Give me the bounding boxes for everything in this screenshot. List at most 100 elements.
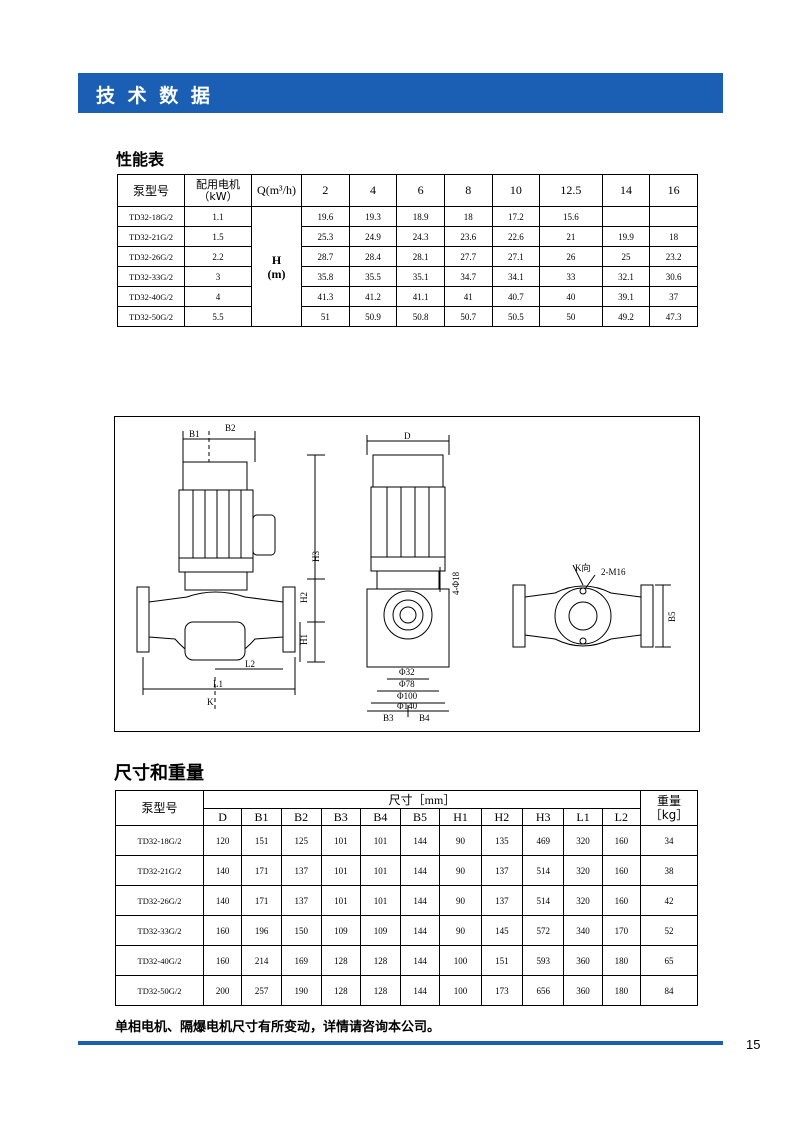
- head-cell: 47.3: [649, 306, 698, 327]
- model-cell: TD32-26G/2: [117, 246, 185, 267]
- dim-col-header: B2: [280, 808, 322, 826]
- head-cell: 41: [443, 286, 493, 307]
- dimensions-subheader-row: D B1 B2 B3 B4 B5 H1 H2 H3 L1 L2: [116, 808, 698, 826]
- model-cell: TD32-50G/2: [117, 306, 185, 327]
- pump-drawing-svg: B1 B2 H3 H2 H1 L2 L1 K D 4-Φ18 Φ32 Φ78 Φ…: [136, 423, 677, 723]
- flow-header: 2: [301, 174, 350, 207]
- dim-col-header: H2: [480, 808, 524, 826]
- dimension-drawing: B1 B2 H3 H2 H1 L2 L1 K D 4-Φ18 Φ32 Φ78 Φ…: [114, 416, 700, 732]
- head-cell: 50.9: [348, 306, 398, 327]
- table-row: TD32-26G/2 140 171 137 101 101 144 90 13…: [115, 885, 698, 916]
- dim-cell: 140: [202, 885, 243, 916]
- head-cell: 24.9: [348, 226, 398, 247]
- label-d32: Φ32: [399, 667, 415, 677]
- label-d78: Φ78: [399, 679, 415, 689]
- table-row: TD32-21G/2 1.5 25.3 24.9 24.3 23.6 22.6 …: [117, 226, 698, 247]
- table-row: TD32-50G/2 200 257 190 128 128 144 100 1…: [115, 975, 698, 1006]
- weight-cell: 52: [640, 915, 698, 946]
- dim-cell: 469: [522, 825, 565, 856]
- dim-cell: 135: [480, 825, 524, 856]
- dim-cell: 144: [399, 885, 441, 916]
- head-cell: [601, 206, 651, 227]
- dim-cell: 90: [439, 915, 482, 946]
- page-number: 15: [746, 1037, 761, 1052]
- head-cell: 18.9: [396, 206, 445, 227]
- dim-cell: 120: [202, 825, 243, 856]
- col-size-header: 尺寸［mm］: [203, 790, 641, 809]
- dim-cell: 257: [241, 975, 282, 1006]
- dim-cell: 214: [241, 945, 282, 976]
- dim-cell: 151: [241, 825, 282, 856]
- dim-cell: 128: [360, 945, 401, 976]
- dim-cell: 128: [320, 975, 362, 1006]
- head-cell: 25.3: [301, 226, 350, 247]
- dim-cell: 171: [241, 855, 282, 886]
- dim-cell: 90: [439, 825, 482, 856]
- col-weight-header: 重量 ［kg］: [640, 790, 698, 826]
- col-model-header: 泵型号: [117, 174, 185, 207]
- dim-col-header: B4: [360, 808, 401, 826]
- dim-col-header: D: [202, 808, 243, 826]
- label-h1: H1: [299, 634, 309, 645]
- head-cell: 32.1: [601, 266, 651, 287]
- model-cell: TD32-21G/2: [115, 855, 204, 886]
- head-unit-cell: H (m): [251, 206, 302, 327]
- dim-cell: 196: [241, 915, 282, 946]
- flow-header: 12.5: [539, 174, 603, 207]
- head-cell: 21: [539, 226, 603, 247]
- label-k: K: [207, 697, 214, 707]
- weight-cell: 84: [640, 975, 698, 1006]
- head-cell: 33: [539, 266, 603, 287]
- k-view: [512, 564, 671, 648]
- power-cell: 5.5: [184, 306, 252, 327]
- dim-cell: 100: [439, 945, 482, 976]
- weight-cell: 65: [640, 945, 698, 976]
- table-row: TD32-40G/2 4 41.3 41.2 41.1 41 40.7 40 3…: [117, 286, 698, 307]
- head-cell: 28.1: [396, 246, 445, 267]
- label-d100: Φ100: [397, 691, 418, 701]
- head-cell: 18: [443, 206, 493, 227]
- label-d: D: [404, 431, 411, 441]
- dim-cell: 140: [202, 855, 243, 886]
- label-b5: B5: [667, 611, 677, 622]
- dim-cell: 144: [399, 945, 441, 976]
- head-cell: 27.7: [443, 246, 493, 267]
- flow-header: 14: [601, 174, 651, 207]
- head-cell: 23.2: [649, 246, 698, 267]
- label-h2: H2: [299, 592, 309, 603]
- head-cell: 19.3: [348, 206, 398, 227]
- dim-cell: 137: [280, 855, 322, 886]
- label-b3: B3: [383, 713, 394, 723]
- head-cell: 19.9: [601, 226, 651, 247]
- dim-cell: 320: [563, 885, 603, 916]
- dim-col-header: B5: [399, 808, 441, 826]
- dim-cell: 101: [360, 885, 401, 916]
- dim-cell: 150: [280, 915, 322, 946]
- model-cell: TD32-18G/2: [115, 825, 204, 856]
- head-cell: 51: [301, 306, 350, 327]
- dim-cell: 160: [601, 885, 642, 916]
- dim-cell: 137: [480, 855, 524, 886]
- dim-cell: 160: [601, 855, 642, 886]
- dim-col-header: H1: [439, 808, 482, 826]
- dim-cell: 514: [522, 855, 565, 886]
- page-title: 技 术 数 据: [96, 85, 213, 107]
- head-cell: 34.7: [443, 266, 493, 287]
- dim-cell: 144: [399, 915, 441, 946]
- dim-cell: 170: [601, 915, 642, 946]
- label-b2: B2: [225, 423, 236, 433]
- label-b1: B1: [189, 429, 200, 439]
- head-cell: 50.7: [443, 306, 493, 327]
- dim-cell: 109: [360, 915, 401, 946]
- model-cell: TD32-40G/2: [115, 945, 204, 976]
- head-cell: 25: [601, 246, 651, 267]
- head-cell: 28.7: [301, 246, 350, 267]
- head-cell: 39.1: [601, 286, 651, 307]
- dim-cell: 180: [601, 945, 642, 976]
- dim-cell: 180: [601, 975, 642, 1006]
- dim-col-header: L1: [563, 808, 603, 826]
- head-cell: 23.6: [443, 226, 493, 247]
- dim-cell: 101: [360, 855, 401, 886]
- head-cell: 40.7: [491, 286, 541, 307]
- label-bolt-holes: 4-Φ18: [451, 571, 461, 595]
